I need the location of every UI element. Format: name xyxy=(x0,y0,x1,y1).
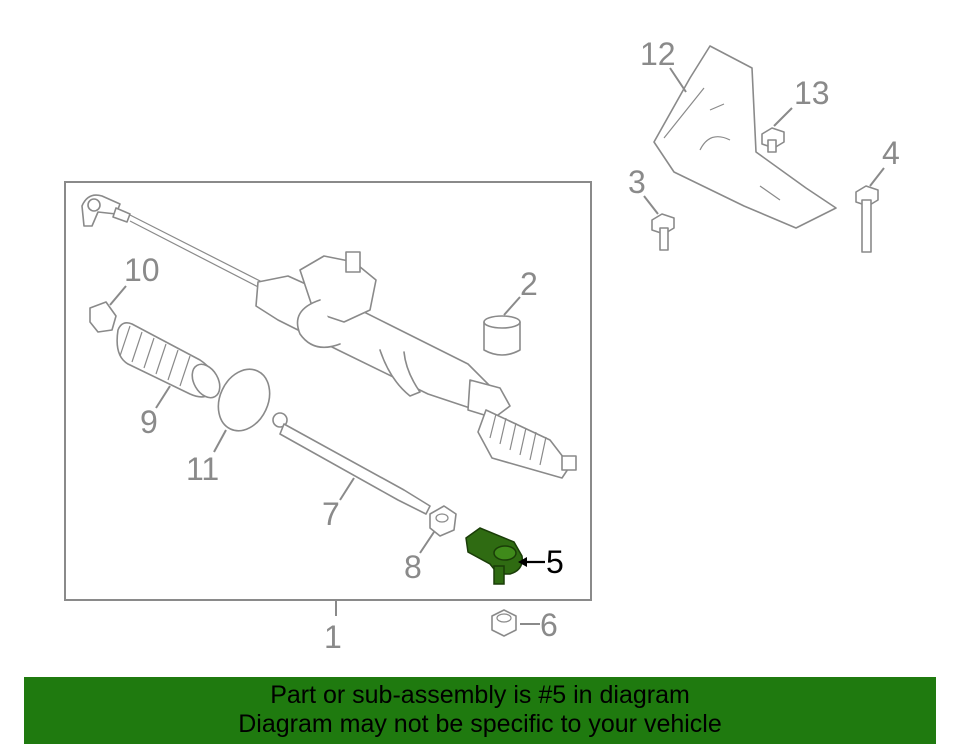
part-5-tie-rod-end[interactable] xyxy=(465,527,523,585)
part-2-bushing[interactable] xyxy=(483,315,521,356)
leader-9 xyxy=(155,385,171,409)
part-6-nut[interactable] xyxy=(491,609,517,637)
callout-7[interactable]: 7 xyxy=(322,496,340,532)
callout-4[interactable]: 4 xyxy=(882,135,900,171)
leader-10 xyxy=(109,285,127,306)
banner-line-1: Part or sub-assembly is #5 in diagram xyxy=(270,681,690,709)
part-4-bolt[interactable] xyxy=(855,185,879,253)
banner-line-2: Diagram may not be specific to your vehi… xyxy=(238,710,722,738)
leader-2 xyxy=(503,296,521,316)
leader-5-arrowhead xyxy=(518,557,527,567)
info-banner: Part or sub-assembly is #5 in diagram Di… xyxy=(24,677,936,744)
leader-3 xyxy=(643,195,659,215)
part-10-clamp[interactable] xyxy=(89,301,117,333)
callout-6[interactable]: 6 xyxy=(540,607,558,643)
leader-4 xyxy=(869,167,885,187)
callout-8[interactable]: 8 xyxy=(404,549,422,585)
callout-13[interactable]: 13 xyxy=(794,75,830,111)
callout-9[interactable]: 9 xyxy=(140,404,158,440)
part-11-ring[interactable] xyxy=(209,361,280,439)
part-13-bolt[interactable] xyxy=(761,127,785,153)
leader-7 xyxy=(339,477,355,501)
leader-11 xyxy=(213,429,227,453)
leader-13 xyxy=(773,107,793,127)
leader-12 xyxy=(669,67,687,93)
leader-8 xyxy=(419,531,435,554)
callout-5[interactable]: 5 xyxy=(546,544,564,580)
callout-11[interactable]: 11 xyxy=(186,451,219,487)
part-7-tie-rod[interactable] xyxy=(272,412,431,515)
callout-12[interactable]: 12 xyxy=(640,36,676,72)
part-9-boot[interactable] xyxy=(116,322,225,403)
callout-1[interactable]: 1 xyxy=(324,619,342,655)
callout-2[interactable]: 2 xyxy=(520,266,538,302)
part-12-heat-shield[interactable] xyxy=(653,45,837,229)
callout-10[interactable]: 10 xyxy=(124,252,160,288)
part-3-bolt[interactable] xyxy=(651,213,675,251)
callout-3[interactable]: 3 xyxy=(628,164,646,200)
part-8-nut[interactable] xyxy=(429,505,457,537)
assembly-frame xyxy=(64,181,592,601)
steering-rack[interactable] xyxy=(81,194,577,479)
